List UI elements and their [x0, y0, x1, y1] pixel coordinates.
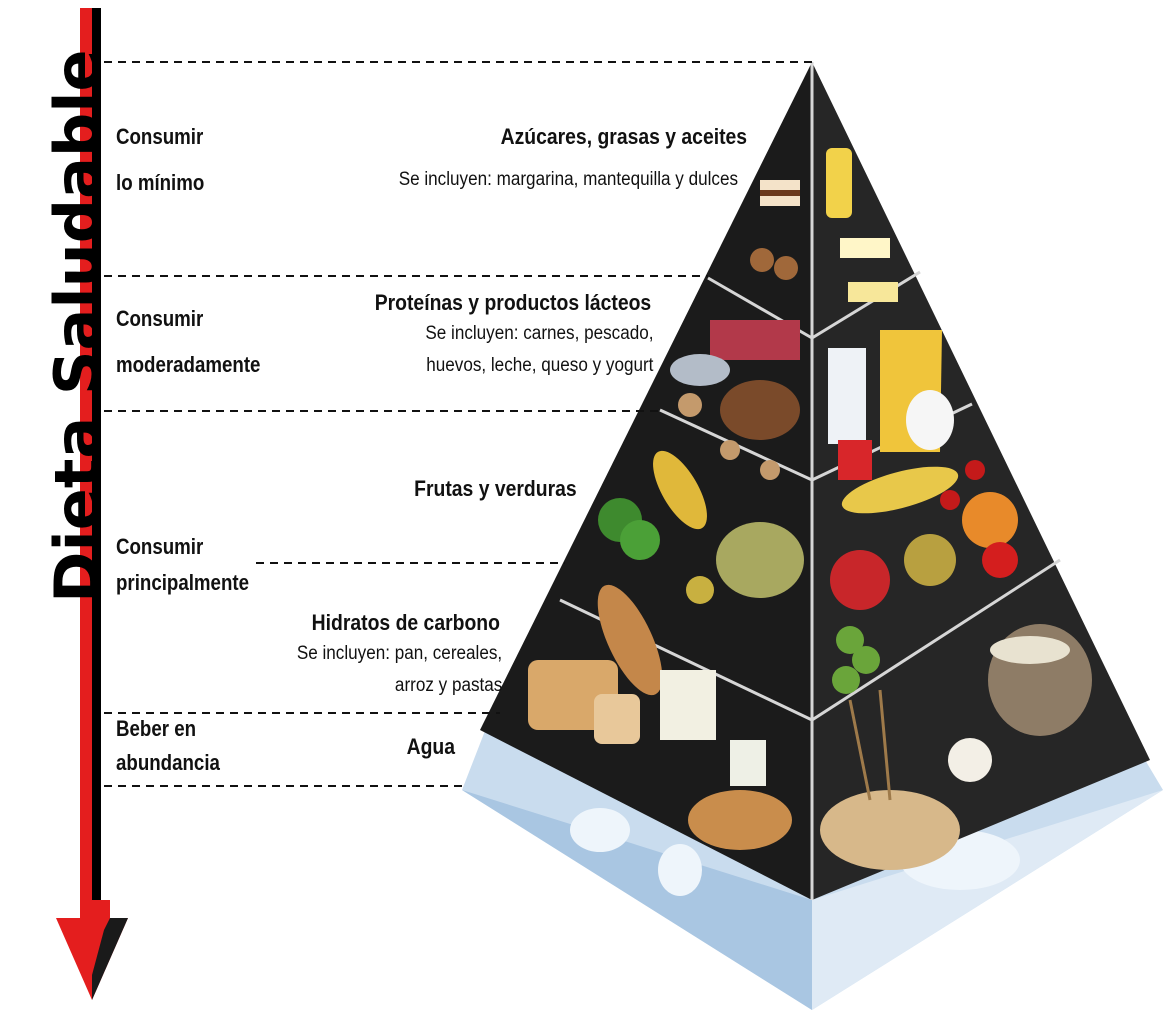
fruits-vegetables-food-image	[598, 450, 1018, 694]
protein-dairy-food-image	[670, 320, 954, 480]
level-2-label-line2: moderadamente	[116, 352, 261, 377]
level-2-label-line1: Consumir	[116, 306, 204, 331]
level-2-description-line1: Se incluyen: carnes, pescado,	[424, 323, 653, 344]
level-3-category-fruits: Frutas y verduras	[414, 476, 577, 501]
side-title: Dieta Saludable	[41, 49, 114, 603]
level-3-category-carbohydrates: Hidratos de carbono	[311, 610, 500, 635]
level-1-label-line2: lo mínimo	[116, 170, 205, 195]
level-1-category: Azúcares, grasas y aceites	[500, 124, 747, 149]
level-1-description: Se incluyen: margarina, mantequilla y du…	[398, 169, 738, 190]
level-4-label-line1: Beber en	[116, 716, 197, 741]
level-1-label-line1: Consumir	[116, 124, 204, 149]
level-2-description-line2: huevos, leche, queso y yogurt	[425, 355, 653, 376]
level-guide-lines	[104, 61, 812, 787]
level-3-description-line2: arroz y pastas	[394, 675, 502, 696]
level-3-label-line1: Consumir	[116, 534, 204, 559]
level-3-description-line1: Se incluyen: pan, cereales,	[296, 643, 502, 664]
carbohydrates-food-image	[528, 584, 1092, 870]
level-4-category: Agua	[406, 734, 455, 759]
level-2-category: Proteínas y productos lácteos	[374, 290, 651, 315]
level-3-label-line2: principalmente	[116, 570, 250, 595]
arrow-down-icon	[56, 8, 128, 1000]
level-4-label-line2: abundancia	[116, 750, 220, 775]
sweets-food-image	[750, 148, 898, 302]
